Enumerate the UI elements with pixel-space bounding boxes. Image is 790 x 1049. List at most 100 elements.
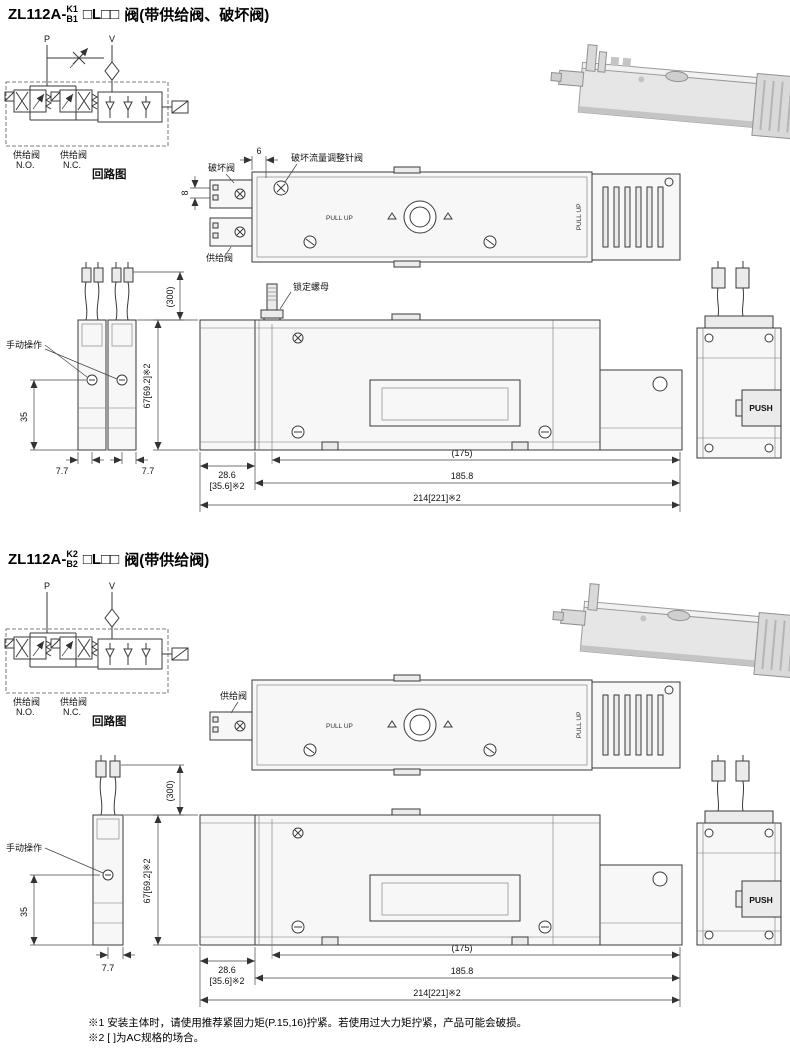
circuit-caption: 回路图 — [92, 167, 127, 181]
pullup-marking-left: PULL UP — [326, 723, 353, 730]
body-screw-left — [291, 920, 305, 934]
dim-wire-label: (300) — [165, 780, 175, 801]
valve-nc-type: N.C. — [63, 707, 81, 717]
supply-valve-label: 供给阀 — [206, 252, 233, 263]
model-variant-bottom: B2 — [66, 558, 78, 569]
dim-185-8-label: 185.8 — [451, 966, 474, 976]
model-prefix: ZL112A- — [8, 6, 67, 23]
section2-model-code: ZL112A- K2 B2 — [8, 548, 78, 570]
dim-wire-label: (300) — [165, 286, 175, 307]
body-screw-right — [538, 425, 552, 439]
section2-title: ZL112A- K2 B2 □L□□ 阀(带供给阀) — [8, 549, 209, 570]
needle-valve-label: 破坏流量调整针阀 — [291, 152, 363, 163]
footnote-2: ※2 [ ]为AC规格的场合。 — [88, 1032, 205, 1044]
circuit-diagram: P V — [4, 34, 189, 181]
label-panel — [369, 874, 521, 922]
valve-no-type: N.O. — [16, 160, 35, 170]
dim-7-7-label: 7.7 — [102, 963, 115, 973]
product-photo — [550, 44, 790, 141]
section1-model-code: ZL112A- K1 B1 — [8, 3, 78, 25]
valve-no-label: 供给阀 — [13, 696, 40, 707]
pullup-marking-left: PULL UP — [326, 215, 353, 222]
cylinder-symbol — [171, 647, 189, 661]
circuit-enclosure — [5, 628, 169, 694]
section2-drawing: P V — [4, 581, 790, 1007]
top-view: PULL UP PULL UP 6 破坏阀 破坏流量调整针阀 8 供给阀 — [180, 146, 681, 268]
dim-175-label: (175) — [451, 448, 472, 458]
side-view: PUSH — [696, 261, 782, 459]
port-label-p: P — [44, 581, 50, 591]
valve-symbol-nc — [50, 89, 98, 113]
valve-nc-label: 供给阀 — [60, 149, 87, 160]
dim-214-label: 214[221]※2 — [413, 988, 461, 998]
dim-height-label: 67[69.2]※2 — [142, 858, 152, 903]
model-variant-top: K1 — [66, 3, 78, 14]
dim-214-label: 214[221]※2 — [413, 493, 461, 503]
dim-7-7-right-label: 7.7 — [142, 466, 155, 476]
section1-title: ZL112A- K1 B1 □L□□ 阀(带供给阀、破坏阀) — [8, 4, 269, 25]
valve-tower-right — [107, 319, 137, 451]
dim-7-7-left-label: 7.7 — [56, 466, 69, 476]
port-label-p: P — [44, 34, 50, 44]
lead-wires — [95, 755, 121, 816]
push-release-button: PUSH — [735, 389, 782, 427]
valve-symbol-no — [4, 89, 52, 113]
body-screw-right — [538, 920, 552, 934]
break-valve-label: 破坏阀 — [208, 162, 235, 173]
dim-35-label: 35 — [19, 907, 29, 917]
valve-symbol-nc — [50, 636, 98, 660]
mounting-screw-top-right — [483, 235, 497, 249]
side-view: PUSH — [696, 755, 782, 946]
mounting-screw-top-left — [303, 743, 317, 757]
push-button-label: PUSH — [749, 403, 773, 413]
supply-valve-block-top — [209, 711, 253, 741]
dim-35-label: 35 — [19, 412, 29, 422]
valve-no-label: 供给阀 — [13, 149, 40, 160]
valve-no-type: N.O. — [16, 707, 35, 717]
supply-valve-block-top — [209, 217, 253, 247]
dim-height-label: 67[69.2]※2 — [142, 363, 152, 408]
lock-nut — [260, 309, 284, 319]
model-variant-stack: K1 B1 — [66, 3, 78, 25]
valve-tower-left — [77, 319, 107, 451]
check-valve-module-symbol — [97, 638, 163, 670]
cylinder-symbol — [171, 100, 189, 114]
end-block-front — [599, 369, 683, 451]
filter-symbol — [104, 61, 120, 81]
dim-28-6-label: 28.6 — [218, 965, 236, 975]
model-variant-top: K2 — [66, 548, 78, 559]
mounting-screw-top-left — [303, 235, 317, 249]
valve-tower — [92, 814, 124, 946]
circuit-diagram: P V — [4, 581, 189, 728]
manual-override-label: 手动操作 — [6, 842, 42, 853]
circuit-enclosure — [5, 81, 169, 147]
port-label-v: V — [109, 581, 115, 591]
model-variant-stack: K2 B2 — [66, 548, 78, 570]
model-suffix: □L□□ — [82, 6, 120, 23]
body-screw-upper — [292, 332, 304, 344]
dim-8-label: 8 — [180, 190, 190, 195]
section1-title-desc: 阀(带供给阀、破坏阀) — [124, 7, 270, 24]
push-button-label: PUSH — [749, 895, 773, 905]
valve-symbol-no — [4, 636, 52, 660]
front-view: 手动操作 35 7.7 (300) 67[69.2]※2 — [6, 755, 683, 1007]
mounting-screw-top-right — [483, 743, 497, 757]
valve-nc-label: 供给阀 — [60, 696, 87, 707]
model-variant-bottom: B1 — [66, 13, 78, 24]
needle-valve-symbol — [69, 47, 89, 69]
check-valve-module-symbol — [97, 91, 163, 123]
top-view: PULL UP PULL UP 供给阀 — [209, 674, 681, 776]
filter-symbol — [104, 608, 120, 628]
lock-nut-label: 锁定螺母 — [293, 281, 329, 292]
dim-35-6-label: [35.6]※2 — [209, 976, 244, 986]
break-valve-block-top — [209, 179, 253, 209]
dim-28-6-label: 28.6 — [218, 470, 236, 480]
product-photo — [552, 583, 790, 680]
model-suffix: □L□□ — [82, 551, 120, 568]
body-screw-left — [291, 425, 305, 439]
label-panel — [369, 379, 521, 427]
dim-175-label: (175) — [451, 943, 472, 953]
pullup-marking-right: PULL UP — [576, 204, 583, 231]
valve-nc-type: N.C. — [63, 160, 81, 170]
